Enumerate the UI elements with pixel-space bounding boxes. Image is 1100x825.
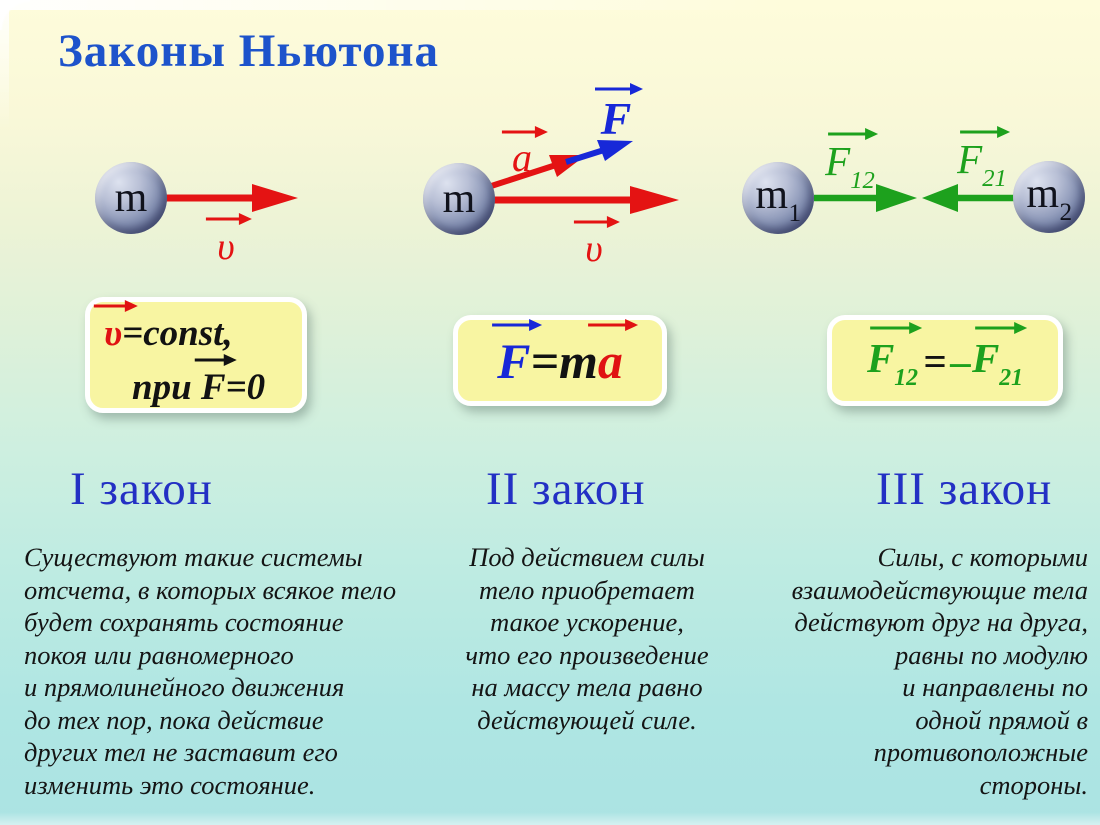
vector-arrow-icon: [960, 126, 1011, 138]
law3-heading: III закон: [876, 463, 1053, 515]
velocity-label-2: υ: [567, 216, 621, 268]
force12-label: F12: [818, 128, 882, 193]
diagram-arrows: [166, 140, 1014, 214]
force21-arrowhead-icon: [922, 184, 958, 212]
acceleration-arrow: [481, 162, 557, 192]
mass-ball-m1: m1: [742, 162, 814, 234]
vector-arrow-icon: [205, 213, 252, 225]
law2-heading: II закон: [486, 463, 646, 515]
left-edge-highlight: [0, 0, 9, 130]
vector-arrow-icon: [588, 318, 639, 331]
law2-text: Под действием силы тело приобретает тако…: [465, 542, 709, 735]
mass-ball-1: m: [95, 162, 167, 234]
mass-label: m: [442, 176, 476, 222]
force-arrowhead-icon: [597, 140, 633, 161]
vector-arrow-icon: [828, 128, 879, 140]
vector-arrow-icon: [491, 318, 542, 331]
vector-arrow-icon: [869, 322, 922, 335]
velocity-label: υ: [197, 213, 255, 266]
vector-arrow-icon: [501, 126, 548, 138]
bottom-edge-highlight: [0, 812, 1100, 825]
law1-heading: I закон: [70, 463, 213, 515]
formula-law1-line1: υ=const,: [93, 300, 302, 356]
vector-arrow-icon: [974, 322, 1027, 335]
top-edge-highlight: [0, 0, 1100, 10]
law1-text: Существуют такие системы отсчета, в кото…: [24, 542, 397, 800]
vector-arrow-icon: [93, 300, 138, 312]
mass-ball-2: m: [423, 163, 495, 235]
force-arrow: [565, 147, 605, 165]
vector-arrow-icon: [195, 354, 238, 367]
velocity-arrowhead-icon: [252, 184, 298, 212]
acceleration-label: a: [495, 126, 549, 178]
page-title: Законы Ньютона: [58, 25, 440, 77]
mass1-label: m1: [755, 171, 802, 227]
formula-box-law3: F12=–F21: [827, 315, 1063, 406]
vector-arrow-icon: [595, 83, 643, 95]
top-left-corner: [0, 0, 30, 30]
formula-box-law1: υ=const, при F=0: [85, 297, 307, 413]
mass-ball-m2: m2: [1013, 161, 1085, 233]
force-label: F: [588, 83, 644, 142]
force21-label: F21: [950, 126, 1014, 191]
law3-text: Силы, с которыми взаимодействующие тела …: [791, 542, 1088, 800]
formula-law1-line2: при F=0: [132, 354, 302, 410]
velocity-arrowhead-2-icon: [630, 186, 679, 214]
force12-arrowhead-icon: [876, 184, 917, 212]
mass-label: m: [114, 175, 148, 221]
vector-arrow-icon: [573, 216, 620, 228]
mass2-label: m2: [1026, 170, 1073, 226]
